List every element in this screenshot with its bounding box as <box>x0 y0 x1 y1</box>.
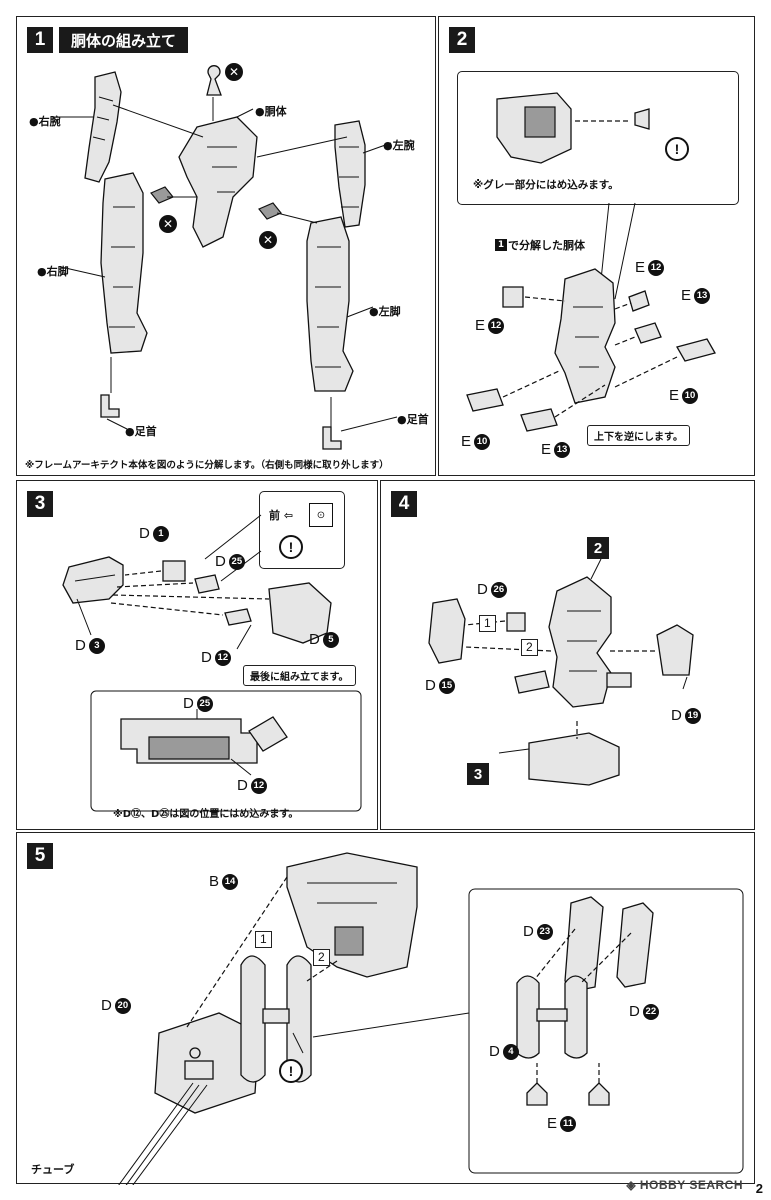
step1-title: 胴体の組み立て <box>59 27 189 53</box>
step2-panel: 2 ! ※グレー部分にはめ込みます。 1 で分解した胴体 <box>438 16 755 476</box>
step4-illustration <box>428 558 694 786</box>
sequence-2: 2 <box>313 949 330 966</box>
step5-illustration <box>118 852 744 1185</box>
label-ankle-right-leg: ●足首 <box>125 425 157 438</box>
caution-icon: ! <box>665 137 689 161</box>
step2-body-title: 1 で分解した胴体 <box>495 237 585 253</box>
caution-icon: ! <box>279 535 303 559</box>
remove-x-icon: ✕ <box>225 63 243 81</box>
step1-number: 1 <box>27 27 53 53</box>
label-right-arm: ●右腕 <box>29 115 61 128</box>
label-left-leg: ●左脚 <box>369 305 401 318</box>
label-ankle-left-leg: ●足首 <box>397 413 429 426</box>
label-left-arm: ●左腕 <box>383 139 415 152</box>
page-number: 2 <box>755 1181 763 1196</box>
step2-illustration <box>466 92 716 432</box>
front-label: 前 ⇦ <box>269 509 294 522</box>
tube-label: チューブ <box>31 1163 75 1176</box>
step3-last-tag: 最後に組み立てます。 <box>243 665 356 686</box>
label-body: ●胴体 <box>255 105 287 118</box>
caution-icon: ! <box>279 1059 303 1083</box>
step3-illustration <box>62 514 362 812</box>
step-ref-2: 2 <box>587 537 609 559</box>
front-part-icon: ⊙ <box>309 503 333 527</box>
step-ref-badge: 1 <box>495 239 507 251</box>
step3-number: 3 <box>27 491 53 517</box>
step1-illustration <box>57 65 398 450</box>
step3-detail-note: ※D⑫、D㉕は図の位置にはめ込みます。 <box>113 809 299 820</box>
sequence-2: 2 <box>521 639 538 656</box>
step2-callout-note: ※グレー部分にはめ込みます。 <box>473 179 619 191</box>
sequence-1: 1 <box>479 615 496 632</box>
step2-flip-tag: 上下を逆にします。 <box>587 425 690 446</box>
step2-number: 2 <box>449 27 475 53</box>
hobby-search-logo: ◈ HOBBY SEARCH <box>626 1178 743 1192</box>
step4-number: 4 <box>391 491 417 517</box>
sequence-1: 1 <box>255 931 272 948</box>
step-ref-3: 3 <box>467 763 489 785</box>
remove-x-icon: ✕ <box>159 215 177 233</box>
step1-panel: 1 胴体の組み立て ✕ ✕ ✕ ●右腕 ●胴体 ●左腕 ●右脚 ●左脚 <box>16 16 436 476</box>
step1-note: ※フレームアーキテクト本体を図のように分解します。（右側も同様に取り外します） <box>25 460 389 471</box>
remove-x-icon: ✕ <box>259 231 277 249</box>
step5-number: 5 <box>27 843 53 869</box>
label-right-leg: ●右脚 <box>37 265 69 278</box>
